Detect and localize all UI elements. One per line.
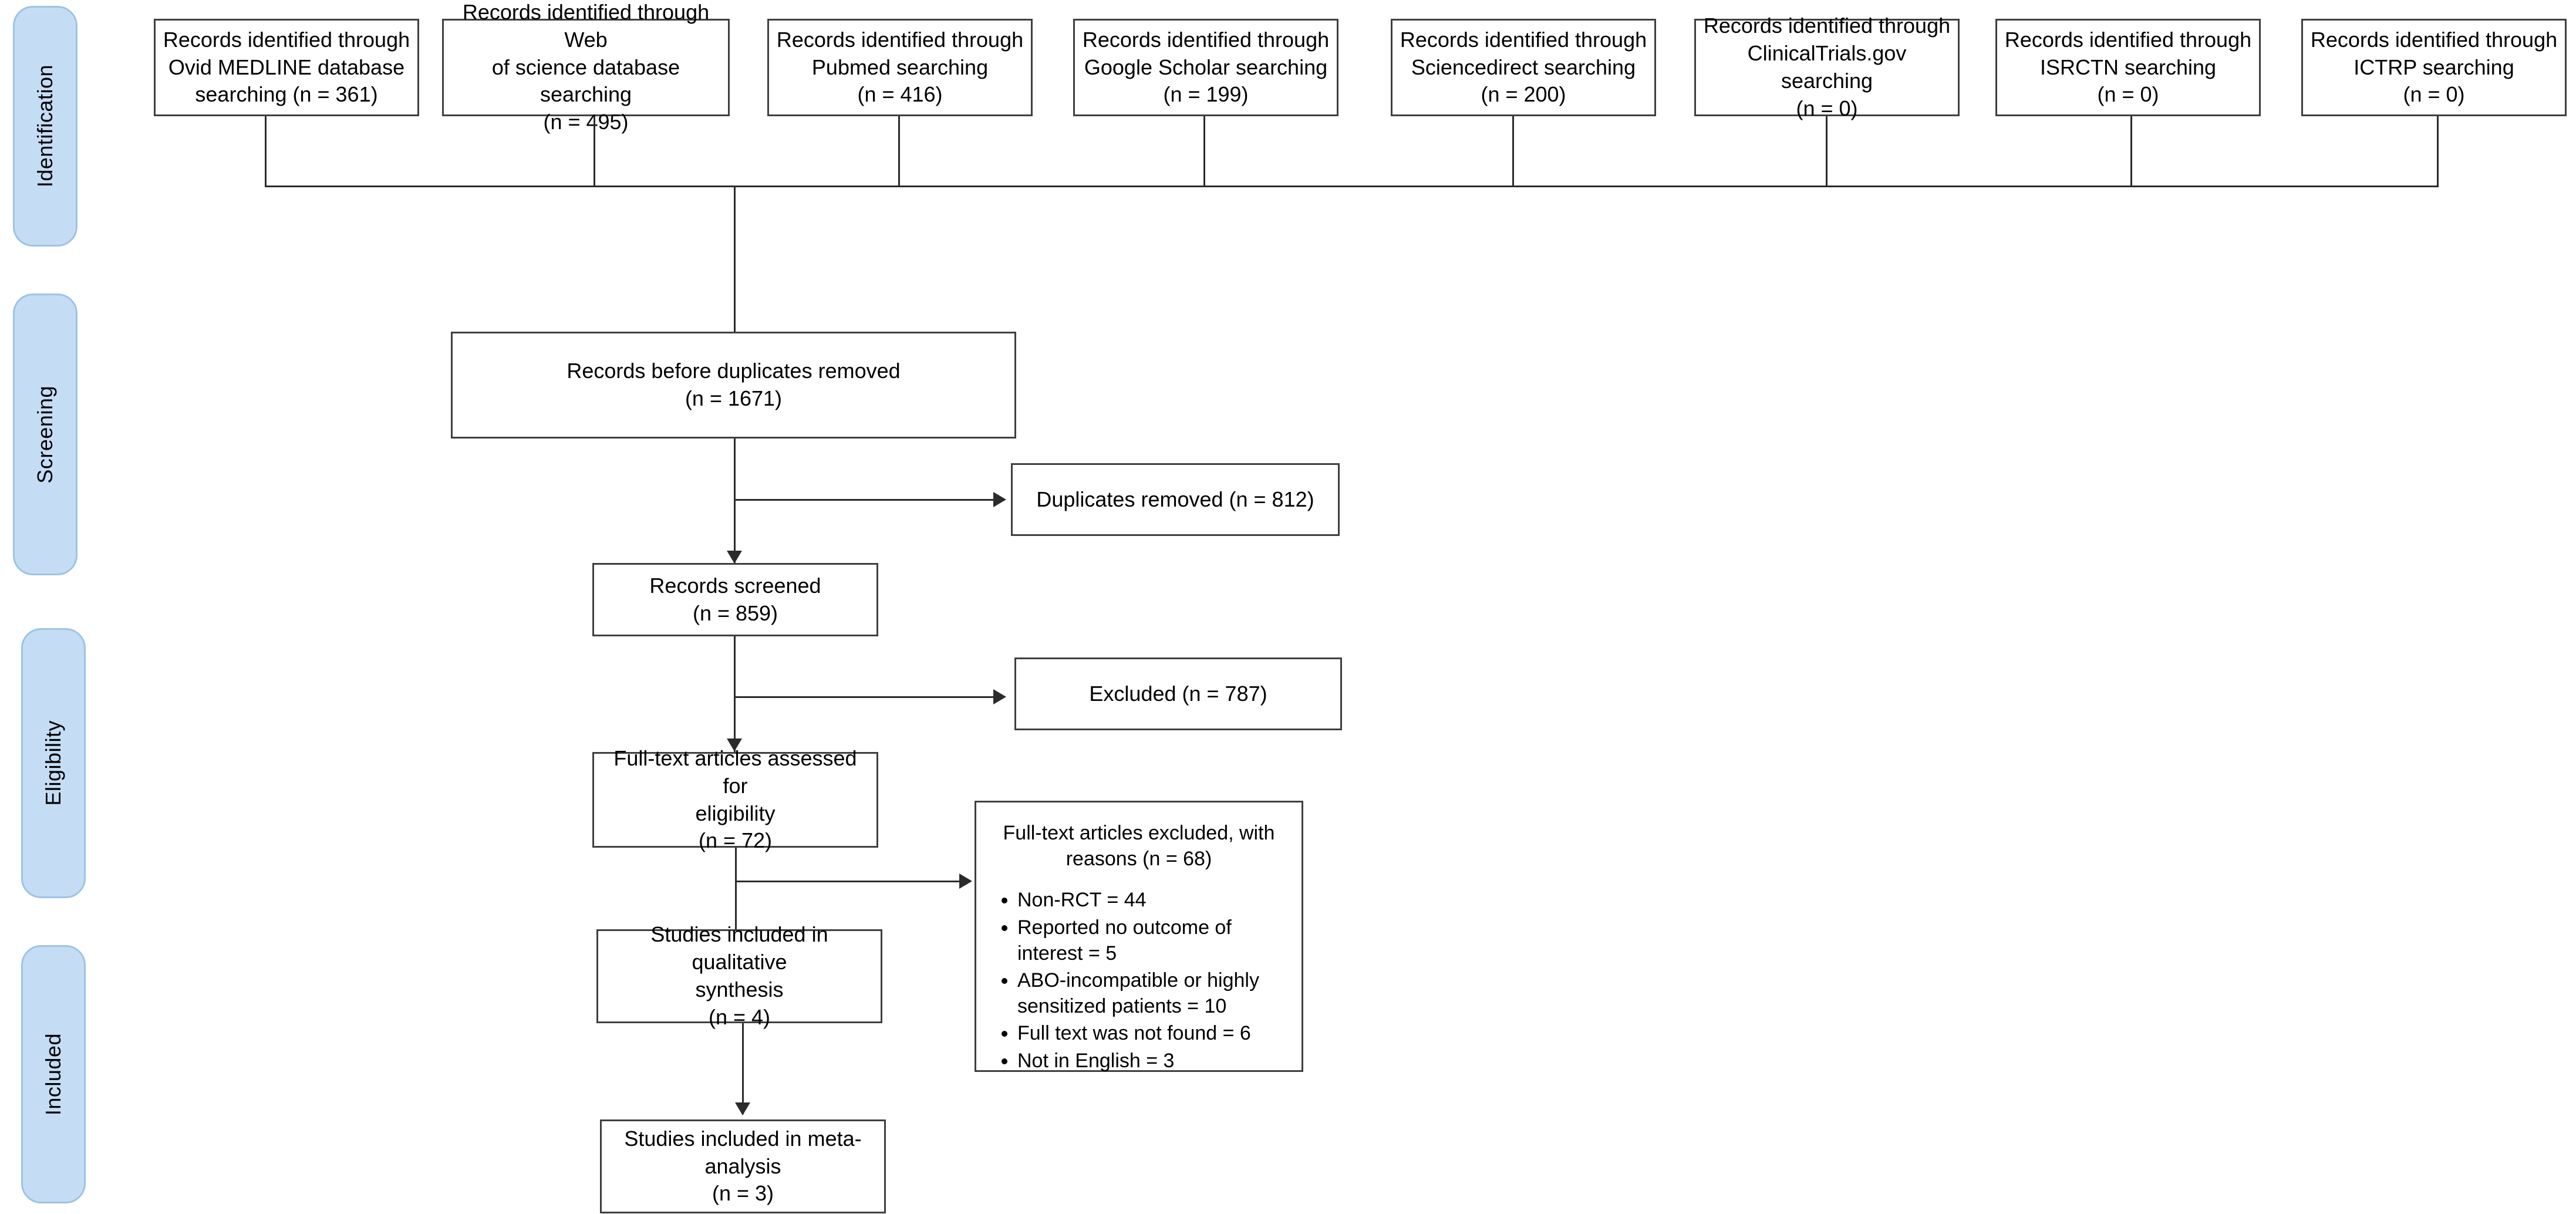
box-fulltext-excluded-with-reasons: Full-text articles excluded, with reason…	[975, 801, 1303, 1072]
stage-tab-eligibility-label: Eligibility	[41, 720, 65, 806]
connector-bus-to-records-before-duplicates	[734, 186, 736, 332]
source-line-3: (n = 199)	[1163, 82, 1249, 107]
source-box-web-of-science: Records identified through Web of scienc…	[442, 0, 730, 134]
fulltext-excluded-heading: Full-text articles excluded, with reason…	[992, 820, 1286, 872]
arrowhead-to-duplicates-removed	[993, 492, 1006, 507]
qualitative-synthesis-line-1: Studies included in qualitative	[650, 922, 828, 974]
arrowhead-to-fulltext-excluded	[959, 874, 972, 889]
reason-item: Non-RCT = 44	[1017, 887, 1286, 913]
box-duplicates-removed: Duplicates removed (n = 812)	[1011, 463, 1340, 536]
reason-item: Not in English = 3	[1017, 1048, 1286, 1074]
stage-tab-eligibility[interactable]: Eligibility	[21, 628, 86, 898]
qualitative-synthesis-line-3: (n = 4)	[708, 1004, 771, 1029]
source-line-3: (n = 0)	[2403, 82, 2465, 107]
source-box-pubmed: Records identified through Pubmed search…	[767, 19, 1033, 116]
connector-pubmed-drop	[898, 116, 900, 187]
connector-ovid-medline-drop	[265, 116, 267, 187]
reason-item: ABO-incompatible or highly sensitized pa…	[1017, 967, 1286, 1019]
source-line-1: Records identified through	[1400, 27, 1647, 52]
source-box-google-scholar: Records identified through Google Schola…	[1073, 19, 1338, 116]
stage-tab-screening-label: Screening	[33, 385, 57, 484]
source-line-2: ISRCTN searching	[2039, 55, 2217, 79]
arrowhead-to-records-screened	[727, 551, 742, 564]
stage-tab-screening[interactable]: Screening	[13, 294, 77, 575]
source-line-2: Sciencedirect searching	[1411, 55, 1636, 79]
arrowhead-to-meta-analysis	[735, 1102, 750, 1115]
source-line-2: of science database searching	[491, 55, 680, 107]
meta-analysis-line-1: Studies included in meta-	[624, 1126, 862, 1151]
source-line-3: (n = 200)	[1481, 82, 1566, 107]
source-line-1: Records identified through	[2310, 27, 2558, 52]
box-qualitative-synthesis: Studies included in qualitative synthesi…	[596, 922, 882, 1029]
connector-sciencedirect-drop	[1512, 116, 1514, 187]
qualitative-synthesis-line-2: synthesis	[695, 977, 784, 1001]
connector-clinicaltrials-gov-drop	[1826, 116, 1828, 187]
records-screened-line-2: (n = 859)	[692, 601, 778, 625]
fulltext-excluded-reasons-list: Non-RCT = 44 Reported no outcome of inte…	[992, 887, 1286, 1073]
fulltext-excluded-head-line-2: reasons (n = 68)	[1066, 848, 1212, 871]
source-box-ictrp: Records identified through ICTRP searchi…	[2301, 19, 2567, 116]
source-line-1: Records identified through	[163, 27, 410, 52]
stage-tab-included-label: Included	[41, 1033, 65, 1116]
stage-tab-included[interactable]: Included	[21, 945, 86, 1203]
fulltext-assessed-line-1: Full-text articles assessed for	[613, 746, 857, 798]
source-box-sciencedirect: Records identified through Sciencedirect…	[1391, 19, 1656, 116]
source-line-2: Pubmed searching	[811, 55, 989, 79]
reason-item: Full text was not found = 6	[1017, 1020, 1286, 1046]
box-excluded: Excluded (n = 787)	[1014, 657, 1342, 730]
source-line-3: searching (n = 361)	[195, 82, 378, 107]
source-box-clinicaltrials-gov: Records identified through ClinicalTrial…	[1694, 14, 1960, 120]
source-line-3: (n = 416)	[857, 82, 943, 107]
records-before-duplicates-line-1: Records before duplicates removed	[567, 359, 901, 383]
source-line-3: (n = 0)	[2097, 82, 2159, 107]
connector-fulltext-to-qualitative	[735, 848, 737, 929]
arrowhead-to-fulltext-assessed	[727, 738, 742, 751]
connector-google-scholar-drop	[1203, 116, 1205, 187]
records-before-duplicates-line-2: (n = 1671)	[685, 386, 783, 410]
connector-qualitative-to-meta-analysis	[742, 1023, 744, 1114]
box-meta-analysis: Studies included in meta- analysis (n = …	[600, 1119, 886, 1213]
connector-screened-to-fulltext	[734, 636, 736, 753]
excluded-text: Excluded (n = 787)	[1089, 681, 1267, 706]
fulltext-excluded-head-line-1: Full-text articles excluded, with	[1003, 822, 1275, 844]
source-line-1: Records identified through	[776, 27, 1024, 52]
source-box-ovid-medline: Records identified through Ovid MEDLINE …	[154, 19, 419, 116]
source-line-1: Records identified through	[1082, 27, 1330, 52]
reason-item: Reported no outcome of interest = 5	[1017, 915, 1286, 966]
connector-isrctn-drop	[2130, 116, 2132, 187]
connector-to-duplicates-removed	[734, 499, 1004, 501]
source-line-2: Google Scholar searching	[1084, 55, 1328, 79]
source-line-1: Records identified through	[1703, 14, 1951, 38]
box-records-screened: Records screened (n = 859)	[592, 563, 878, 636]
stage-tab-identification-label: Identification	[33, 65, 57, 188]
source-box-isrctn: Records identified through ISRCTN search…	[1995, 19, 2261, 116]
connector-ictrp-drop	[2437, 116, 2439, 187]
meta-analysis-line-2: analysis	[704, 1154, 781, 1178]
duplicates-removed-text: Duplicates removed (n = 812)	[1036, 487, 1314, 511]
source-line-1: Records identified through Web	[462, 0, 710, 52]
box-fulltext-assessed: Full-text articles assessed for eligibil…	[592, 746, 878, 852]
meta-analysis-line-3: (n = 3)	[712, 1181, 774, 1206]
source-line-1: Records identified through	[2004, 27, 2252, 52]
connector-records-before-duplicates-to-screened	[734, 439, 736, 564]
connector-identification-bus	[265, 186, 2439, 187]
records-screened-line-1: Records screened	[649, 573, 821, 598]
source-line-2: ClinicalTrials.gov searching	[1747, 41, 1907, 93]
source-line-3: (n = 0)	[1796, 96, 1858, 120]
source-line-2: Ovid MEDLINE database	[168, 55, 405, 79]
stage-tab-identification[interactable]: Identification	[13, 6, 77, 247]
connector-to-excluded	[734, 696, 1004, 698]
connector-web-of-science-drop	[594, 116, 595, 187]
fulltext-assessed-line-2: eligibility	[695, 801, 776, 825]
source-line-3: (n = 495)	[543, 110, 629, 134]
source-line-2: ICTRP searching	[2354, 55, 2514, 79]
box-records-before-duplicates: Records before duplicates removed (n = 1…	[451, 332, 1016, 439]
arrowhead-to-excluded	[993, 689, 1006, 704]
connector-to-fulltext-excluded	[735, 881, 970, 882]
